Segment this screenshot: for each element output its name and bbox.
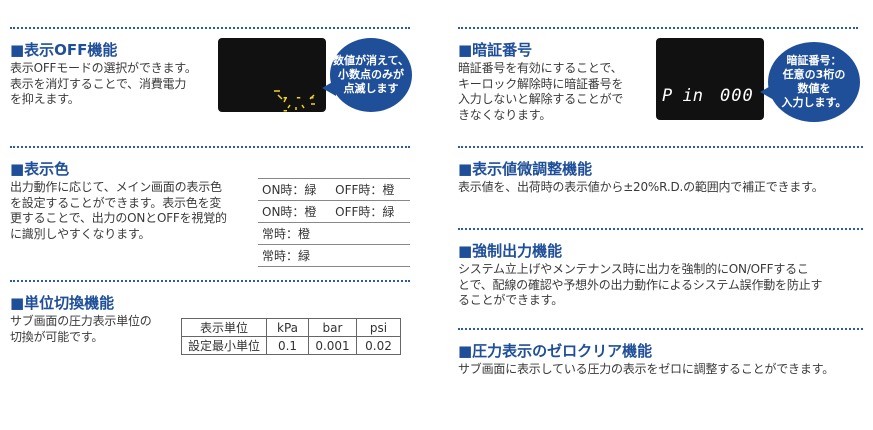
table-row: 設定最小単位 0.1 0.001 0.02	[181, 336, 401, 355]
blink-glow-icon	[274, 90, 315, 110]
section-forced-output: ■強制出力機能 システム立上げやメンテナンス時に出力を強制的にON/OFFするこ…	[458, 228, 863, 309]
section-fine-adjust: ■表示値微調整機能 表示値を、出荷時の表示値から±20%R.D.の範囲内で補正で…	[458, 146, 863, 196]
table-header: psi	[356, 318, 401, 337]
table-header: 表示単位	[181, 318, 267, 337]
table-cell: ON時：緑	[258, 178, 332, 201]
unit-table: 表示単位 kPa bar psi 設定最小単位 0.1 0.001 0.02	[181, 318, 401, 355]
callout-line: 数値が消えて、	[333, 54, 409, 67]
callout-line: 点滅します	[343, 82, 399, 95]
table-header: bar	[308, 318, 357, 337]
table-cell: OFF時：緑	[331, 200, 410, 223]
section-title: ■単位切換機能	[10, 294, 115, 312]
callout-line: 数値を	[797, 82, 831, 95]
table-cell	[331, 244, 410, 267]
table-row: ON時：橙 OFF時：緑	[258, 200, 410, 223]
table-row: 常時：緑	[258, 244, 410, 267]
section-title: ■表示色	[10, 160, 70, 178]
section-title: ■圧力表示のゼロクリア機能	[458, 342, 653, 360]
callout-line: 任意の3桁の	[782, 68, 846, 81]
table-cell	[331, 222, 410, 245]
section-divider	[458, 328, 863, 330]
callout-line: 小数点のみが	[338, 68, 404, 81]
lcd-dashes: - - - -	[282, 91, 316, 117]
callout-display-off: 数値が消えて、 小数点のみが 点滅します	[330, 38, 412, 112]
section-title: ■表示OFF機能	[10, 41, 118, 59]
display-color-table: ON時：緑 OFF時：橙 ON時：橙 OFF時：緑 常時：橙 常時：緑	[258, 178, 410, 267]
section-divider	[10, 27, 410, 29]
table-cell: 0.001	[308, 336, 357, 355]
section-divider	[10, 146, 410, 148]
table-cell: ON時：橙	[258, 200, 332, 223]
section-pin: ■暗証番号 暗証番号を有効にすることで、 キーロック解除時に暗証番号を 入力しな…	[458, 27, 858, 123]
callout-pin: 暗証番号： 任意の3桁の 数値を 入力します。	[768, 42, 860, 122]
section-display-off: ■表示OFF機能 表示OFFモードの選択ができます。 表示を消灯することで、消費…	[10, 27, 410, 108]
table-cell: OFF時：橙	[331, 178, 410, 201]
section-divider	[10, 280, 410, 282]
section-unit-switch: ■単位切換機能 サブ画面の圧力表示単位の 切換が可能です。	[10, 280, 410, 345]
section-display-color: ■表示色 出力動作に応じて、メイン画面の表示色 を設定することができます。表示色…	[10, 146, 410, 242]
section-body: サブ画面の圧力表示単位の 切換が可能です。	[10, 314, 152, 344]
callout-line: 入力します。	[781, 96, 847, 109]
table-cell: 0.02	[356, 336, 401, 355]
lcd-pin: P in 000	[656, 38, 764, 120]
callout-line: 暗証番号：	[786, 54, 842, 67]
section-body: 出力動作に応じて、メイン画面の表示色 を設定することができます。表示色を変 更す…	[10, 180, 227, 241]
table-header: kPa	[266, 318, 309, 337]
section-divider	[458, 27, 858, 29]
section-body: 表示OFFモードの選択ができます。 表示を消灯することで、消費電力 を抑えます。	[10, 61, 197, 106]
section-body: 暗証番号を有効にすることで、 キーロック解除時に暗証番号を 入力しないと解除する…	[458, 61, 624, 122]
section-divider	[458, 146, 863, 148]
section-title: ■強制出力機能	[458, 242, 563, 260]
section-title: ■表示値微調整機能	[458, 160, 593, 178]
table-cell: 常時：緑	[258, 244, 332, 267]
section-body: サブ画面に表示している圧力の表示をゼロに調整することができます。	[458, 362, 835, 376]
section-title: ■暗証番号	[458, 41, 533, 59]
table-cell: 設定最小単位	[181, 336, 267, 355]
section-zero-clear: ■圧力表示のゼロクリア機能 サブ画面に表示している圧力の表示をゼロに調整すること…	[458, 328, 863, 378]
table-header-row: 表示単位 kPa bar psi	[181, 318, 401, 337]
table-row: ON時：緑 OFF時：橙	[258, 178, 410, 201]
table-cell: 常時：橙	[258, 222, 332, 245]
lcd-display-off: - - - -	[218, 38, 326, 117]
table-cell: 0.1	[266, 336, 309, 355]
lcd-pin-label: P in	[662, 86, 703, 106]
section-body: 表示値を、出荷時の表示値から±20%R.D.の範囲内で補正できます。	[458, 180, 824, 194]
table-row: 常時：橙	[258, 222, 410, 245]
section-divider	[458, 228, 863, 230]
lcd-pin-digits: 000	[720, 86, 754, 106]
section-body: システム立上げやメンテナンス時に出力を強制的にON/OFFするこ とで、配線の確…	[458, 262, 823, 307]
